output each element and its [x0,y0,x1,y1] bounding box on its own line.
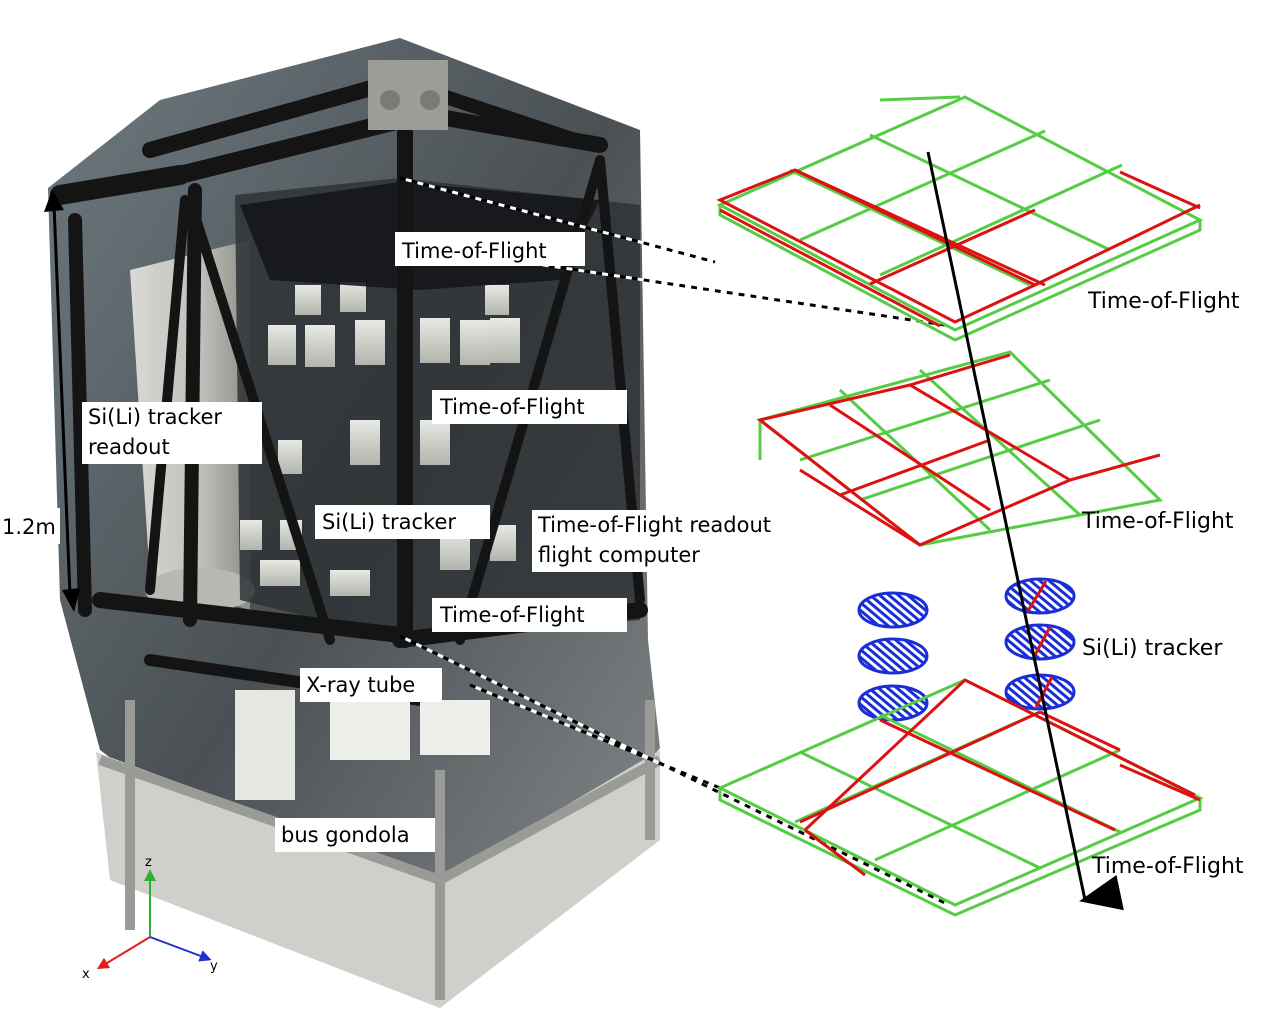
tof-lower-green-paddles [716,678,1204,917]
tracker-disc [1004,577,1076,615]
tof-upper-red-paddles [716,168,1201,328]
tof-upper-layer [716,95,1204,342]
y-axis-label: y [210,959,218,974]
diagram-label-tof-upper: Time-of-Flight [1087,289,1240,314]
label-tof-bottom: Time-of-Flight [439,603,585,627]
x-axis [96,936,151,970]
tracker-disc [857,684,929,722]
tracker-disc [857,637,929,675]
label-bus-gondola: bus gondola [281,823,410,847]
diagram-label-tracker: Si(Li) tracker [1082,636,1223,661]
label-tof-middle: Time-of-Flight [439,395,585,419]
photo-annotations: Time-of-Flight Time-of-Flight Si(Li) tra… [82,232,826,852]
tracker-hit-strips [1026,580,1054,708]
schematic-diagram [716,95,1204,917]
schematic-annotations: Time-of-Flight Time-of-Flight Si(Li) tra… [1081,289,1244,879]
height-label: 1.2m [2,515,56,539]
tracker-disc [1004,623,1076,661]
label-xray-tube: X-ray tube [306,673,415,697]
diagram-label-tof-lower: Time-of-Flight [1091,854,1244,879]
tracker-disc [857,591,929,629]
label-tof-top: Time-of-Flight [401,239,547,263]
tof-mid-layer [756,350,1164,547]
label-tof-readout-line2: flight computer [538,543,700,567]
coordinate-axes: z x y [82,855,218,982]
label-tracker-readout-line1: Si(Li) tracker [88,405,222,429]
diagram-label-tof-mid: Time-of-Flight [1081,509,1234,534]
label-tracker-readout-line2: readout [88,435,170,459]
z-axis-label: z [145,855,152,870]
label-tracker: Si(Li) tracker [322,510,456,534]
y-axis [149,936,212,962]
tof-lower-red-paddles [799,678,1201,877]
x-axis-label: x [82,967,90,982]
tof-mid-red-paddles [756,353,1161,547]
tof-lower-layer [716,678,1204,917]
particle-track-arrow [926,151,1124,911]
height-dimension: 1.2m [0,190,80,612]
metal-frame [98,700,663,1000]
label-tof-readout-line1: Time-of-Flight readout [537,513,771,537]
